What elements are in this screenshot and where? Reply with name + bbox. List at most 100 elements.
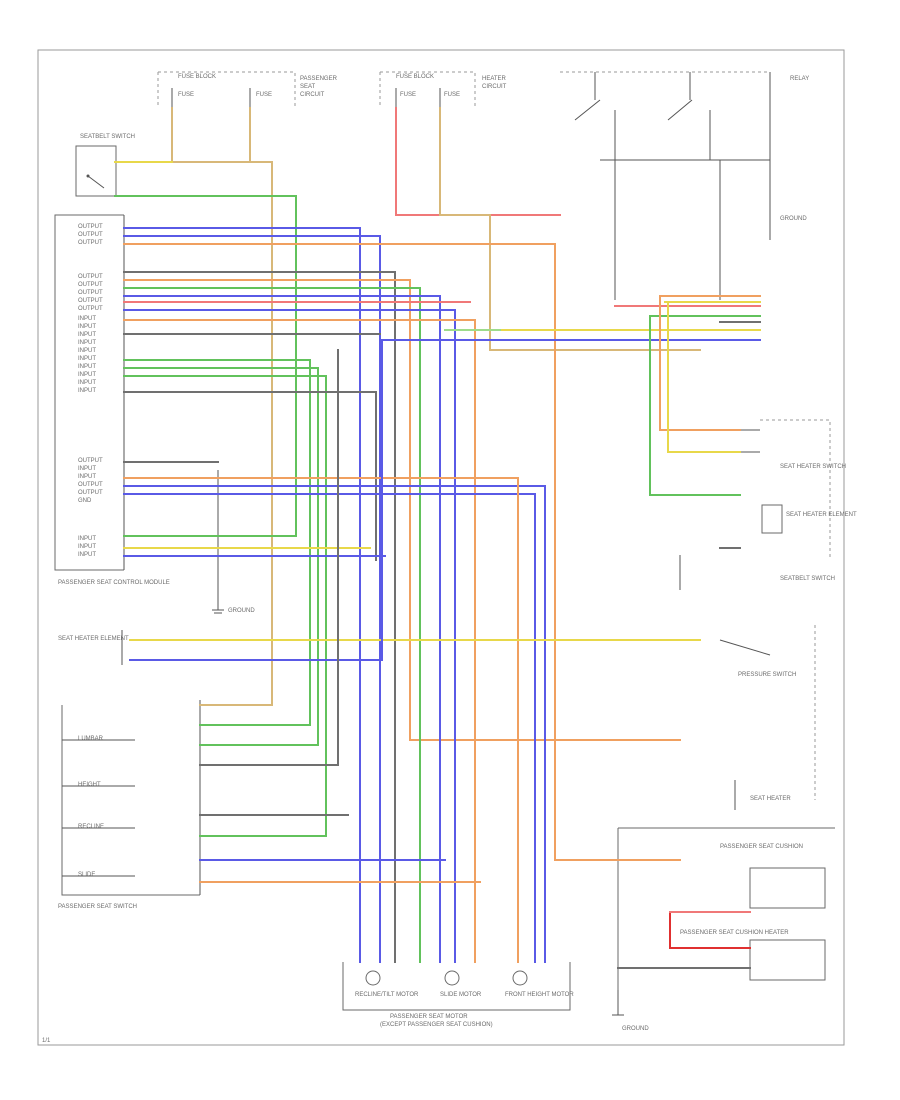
svg-text:FUSE: FUSE [400, 92, 416, 98]
svg-text:INPUT: INPUT [78, 364, 96, 370]
svg-text:SLIDE MOTOR: SLIDE MOTOR [440, 992, 482, 998]
svg-text:INPUT: INPUT [78, 466, 96, 472]
wire-red [669, 911, 751, 949]
wire-orange [123, 477, 519, 963]
wire-tan [439, 107, 701, 351]
svg-text:SEAT HEATER: SEAT HEATER [750, 796, 791, 802]
svg-text:INPUT: INPUT [78, 536, 96, 542]
wire-gray [123, 391, 377, 561]
svg-text:FUSE BLOCK: FUSE BLOCK [178, 74, 216, 80]
wire-blue [123, 227, 361, 963]
svg-text:INPUT: INPUT [78, 372, 96, 378]
seatbelt-switch-right: SEATBELT SWITCH [679, 555, 835, 590]
svg-text:GND: GND [78, 498, 92, 504]
svg-text:HEATER: HEATER [482, 76, 507, 82]
relay-switch-group: RELAY GROUND [560, 71, 809, 300]
svg-text:INPUT: INPUT [78, 316, 96, 322]
svg-text:OUTPUT: OUTPUT [78, 306, 103, 312]
svg-text:INPUT: INPUT [78, 348, 96, 354]
svg-text:CIRCUIT: CIRCUIT [482, 84, 507, 90]
svg-text:OUTPUT: OUTPUT [78, 290, 103, 296]
svg-text:INPUT: INPUT [78, 544, 96, 550]
wire-blue [123, 485, 546, 963]
svg-text:INPUT: INPUT [78, 324, 96, 330]
svg-text:SEAT HEATER ELEMENT: SEAT HEATER ELEMENT [58, 636, 129, 642]
svg-text:PASSENGER SEAT SWITCH: PASSENGER SEAT SWITCH [58, 904, 137, 910]
svg-text:SEATBELT SWITCH: SEATBELT SWITCH [780, 576, 835, 582]
wire-blue [123, 493, 536, 963]
wire-gray [123, 271, 396, 963]
ground-module: GROUND [212, 470, 255, 614]
svg-text:INPUT: INPUT [78, 552, 96, 558]
svg-text:LUMBAR: LUMBAR [78, 736, 104, 742]
svg-text:INPUT: INPUT [78, 356, 96, 362]
pressure-switch: PRESSURE SWITCH [719, 625, 816, 800]
passenger-seat-switch: LUMBAR HEIGHT RECLINE SLIDE PASSENGER SE… [58, 700, 201, 910]
svg-text:PASSENGER: PASSENGER [300, 76, 338, 82]
svg-text:INPUT: INPUT [78, 474, 96, 480]
svg-text:OUTPUT: OUTPUT [78, 282, 103, 288]
wire-gray [199, 349, 339, 766]
svg-text:FUSE: FUSE [444, 92, 460, 98]
svg-text:SEAT: SEAT [300, 84, 316, 90]
svg-text:OUTPUT: OUTPUT [78, 232, 103, 238]
svg-text:FRONT HEIGHT MOTOR: FRONT HEIGHT MOTOR [505, 992, 574, 998]
wire-blue [123, 295, 441, 963]
svg-text:PASSENGER SEAT CONTROL MODULE: PASSENGER SEAT CONTROL MODULE [58, 580, 170, 586]
seat-heater-right: SEAT HEATER [734, 780, 791, 810]
svg-text:INPUT: INPUT [78, 332, 96, 338]
wire-pink [395, 107, 561, 216]
svg-text:SLIDE: SLIDE [78, 872, 95, 878]
seat-heater-switch: SEAT HEATER SWITCH [740, 419, 846, 560]
wire-green [649, 315, 741, 496]
svg-text:OUTPUT: OUTPUT [78, 490, 103, 496]
svg-text:GROUND: GROUND [228, 608, 255, 614]
svg-text:OUTPUT: OUTPUT [78, 298, 103, 304]
wire-orange [659, 295, 741, 431]
wire-blue [123, 309, 456, 963]
wire-blue [123, 235, 381, 963]
svg-text:OUTPUT: OUTPUT [78, 482, 103, 488]
wire-tan [171, 107, 273, 706]
wire-green [123, 359, 311, 726]
svg-text:SEAT HEATER SWITCH: SEAT HEATER SWITCH [780, 464, 846, 470]
fuse-block-left: FUSE BLOCK FUSE FUSE PASSENGER SEAT CIRC… [157, 71, 338, 108]
fuse-block-right: FUSE BLOCK FUSE FUSE HEATER CIRCUIT [379, 71, 507, 108]
svg-text:OUTPUT: OUTPUT [78, 458, 103, 464]
svg-text:FUSE: FUSE [178, 92, 194, 98]
svg-text:PASSENGER SEAT CUSHION: PASSENGER SEAT CUSHION [720, 844, 803, 850]
svg-text:PASSENGER SEAT MOTOR: PASSENGER SEAT MOTOR [390, 1014, 468, 1020]
svg-text:SEATBELT SWITCH: SEATBELT SWITCH [80, 134, 135, 140]
svg-text:(EXCEPT PASSENGER SEAT CUSHION: (EXCEPT PASSENGER SEAT CUSHION) [380, 1022, 493, 1028]
svg-text:PRESSURE SWITCH: PRESSURE SWITCH [738, 672, 796, 678]
svg-text:CIRCUIT: CIRCUIT [300, 92, 325, 98]
svg-text:FUSE: FUSE [256, 92, 272, 98]
wire-orange [123, 319, 476, 963]
svg-text:RELAY: RELAY [790, 76, 809, 82]
svg-text:GROUND: GROUND [780, 216, 807, 222]
svg-text:INPUT: INPUT [78, 380, 96, 386]
wire-orange [123, 243, 681, 861]
svg-text:HEIGHT: HEIGHT [78, 782, 101, 788]
svg-text:INPUT: INPUT [78, 340, 96, 346]
svg-text:PASSENGER SEAT CUSHION HEATER: PASSENGER SEAT CUSHION HEATER [680, 930, 789, 936]
passenger-seat-motor: RECLINE/TILT MOTOR SLIDE MOTOR FRONT HEI… [342, 962, 574, 1028]
wire-green [123, 375, 327, 837]
svg-text:OUTPUT: OUTPUT [78, 274, 103, 280]
svg-text:INPUT: INPUT [78, 388, 96, 394]
wire-green [114, 195, 297, 537]
svg-text:FUSE BLOCK: FUSE BLOCK [396, 74, 434, 80]
svg-text:OUTPUT: OUTPUT [78, 240, 103, 246]
svg-text:1/1: 1/1 [42, 1038, 51, 1044]
passenger-seat-cushion: PASSENGER SEAT CUSHION PASSENGER SEAT CU… [612, 827, 835, 1032]
wire-yellow [667, 301, 741, 453]
wires [114, 107, 761, 969]
seatbelt-switch: SEATBELT SWITCH [75, 134, 135, 197]
svg-text:RECLINE/TILT MOTOR: RECLINE/TILT MOTOR [355, 992, 419, 998]
seat-heater-element-left: SEAT HEATER ELEMENT [58, 630, 129, 665]
diagram-frame [37, 49, 845, 1046]
seat-heater-element-right: SEAT HEATER ELEMENT [761, 504, 857, 534]
wire-green [123, 287, 421, 963]
svg-text:RECLINE: RECLINE [78, 824, 104, 830]
